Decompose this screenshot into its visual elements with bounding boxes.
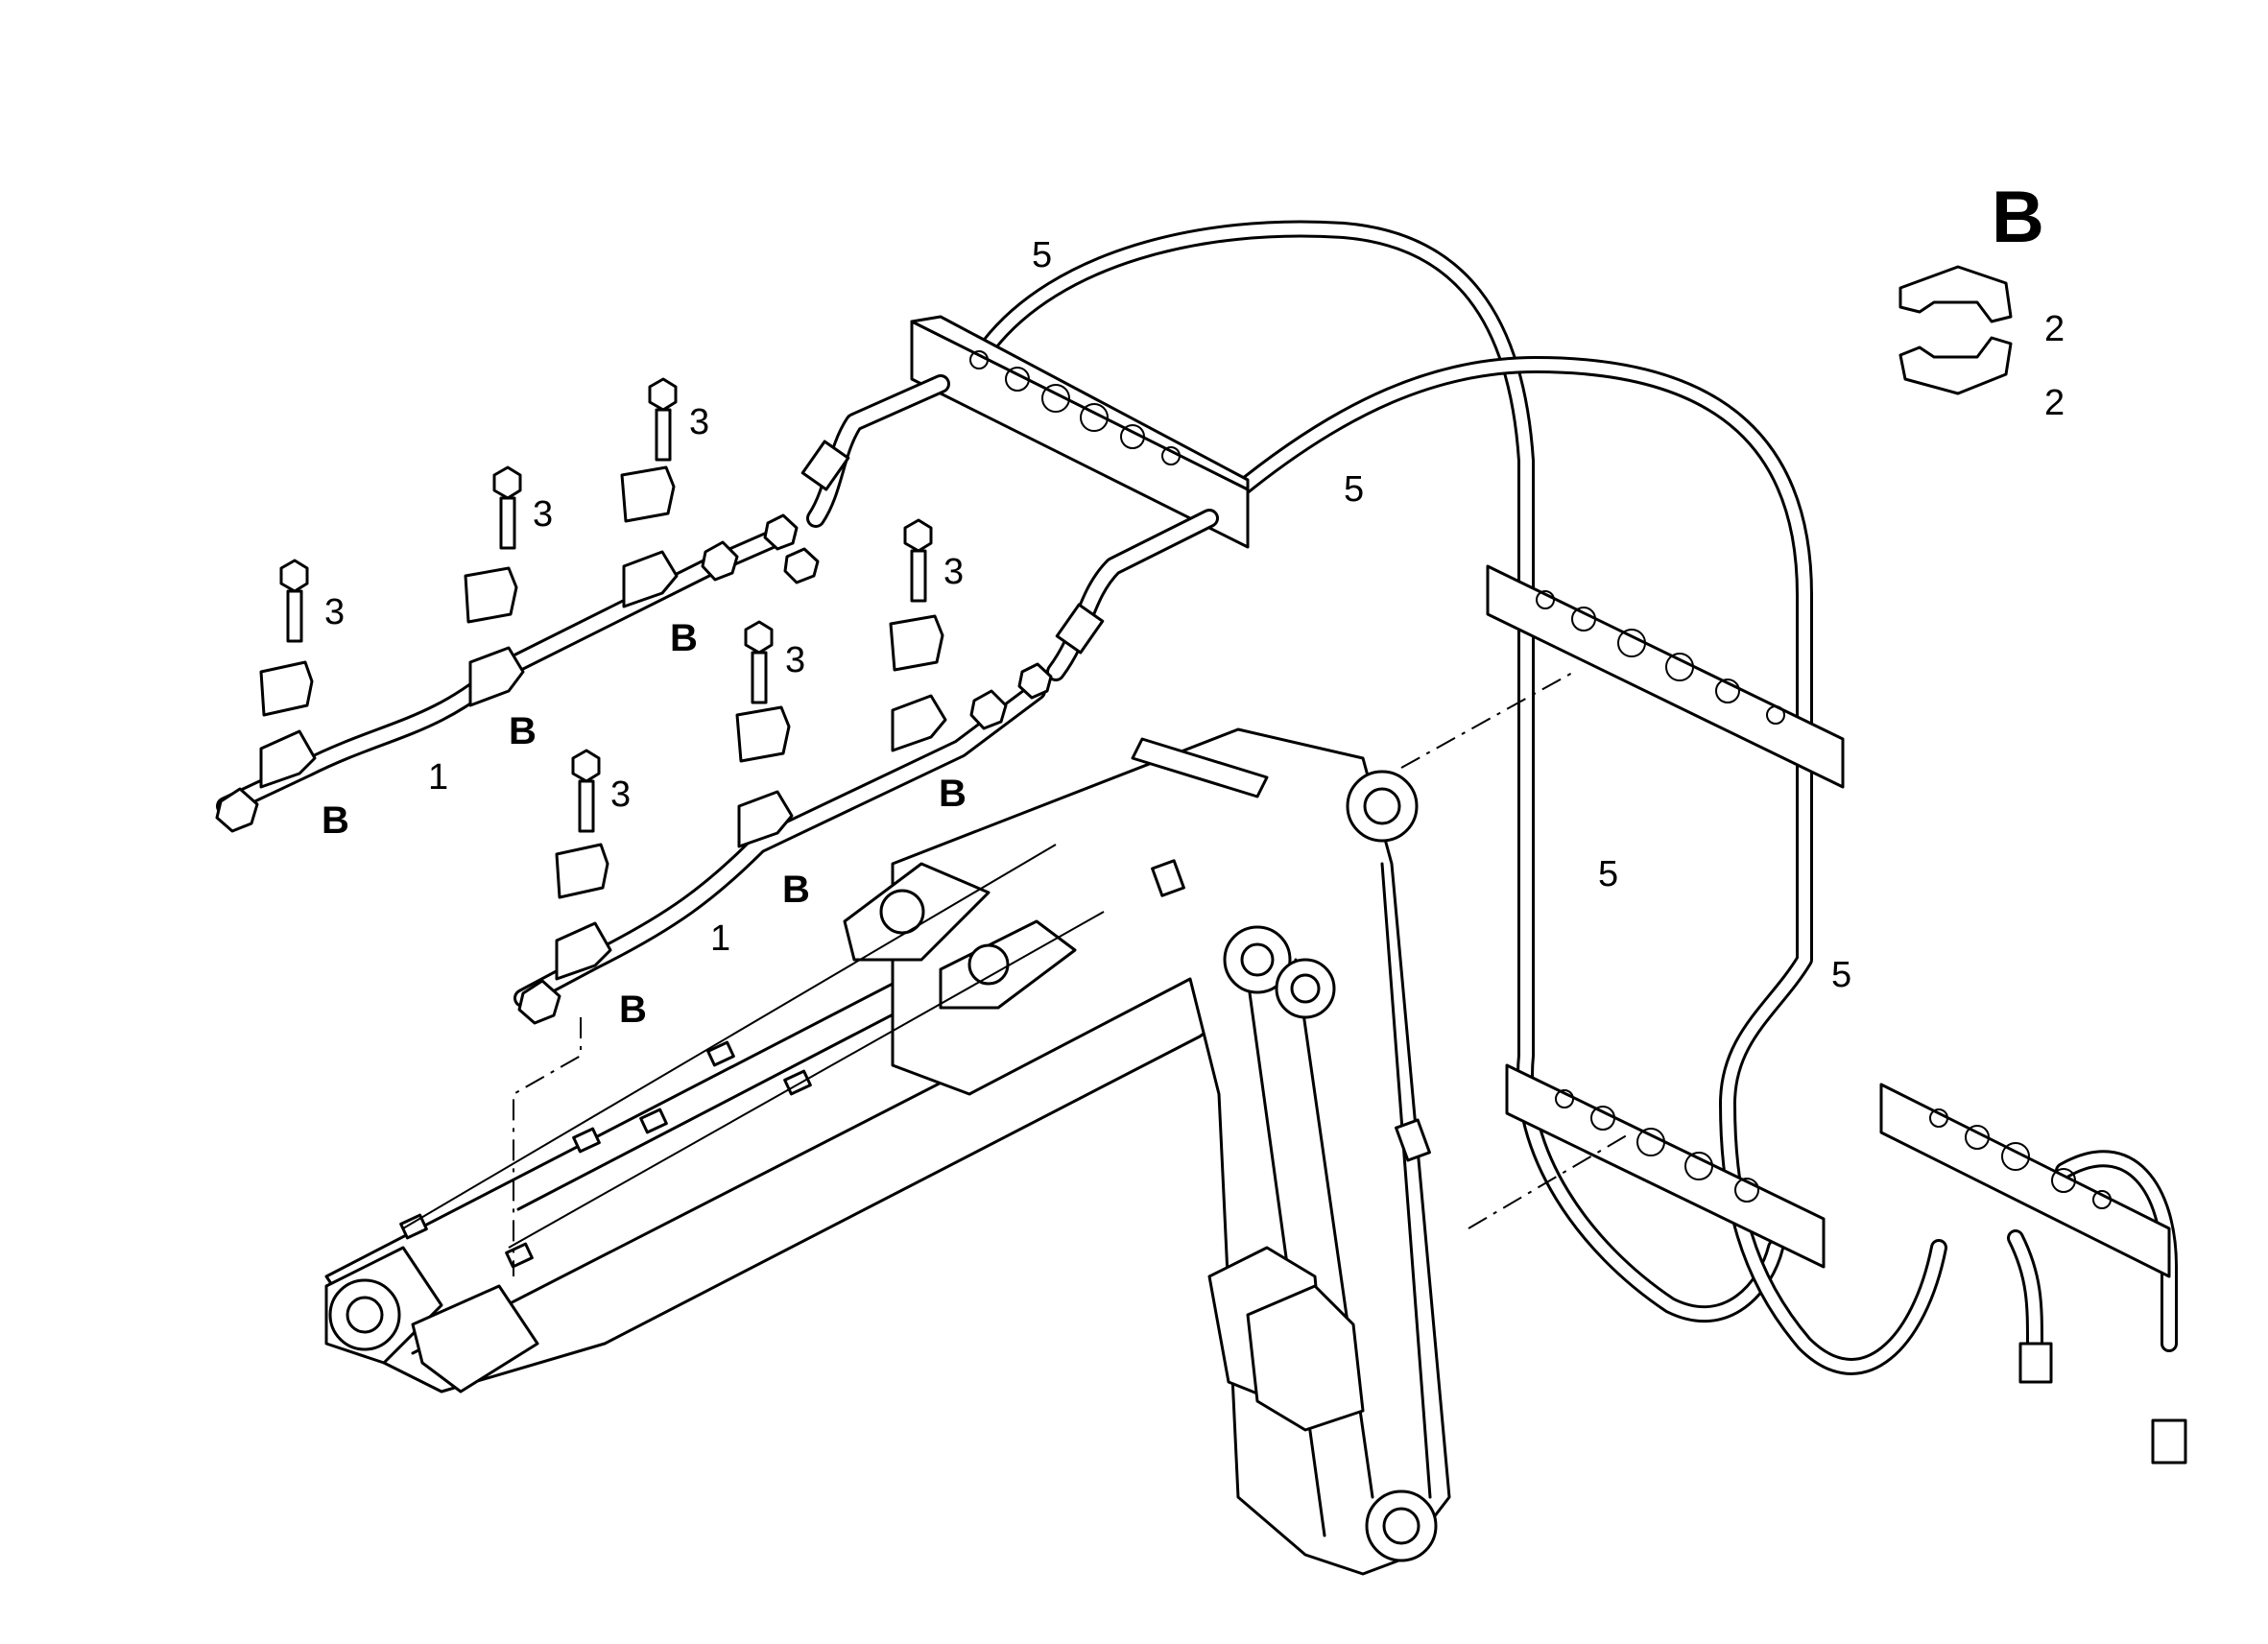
nut-icon [969,689,1008,730]
detail-title: B [1992,177,2044,258]
callout-2: 2 [2044,309,2065,349]
callout-3: 3 [610,774,631,815]
callout-b: B [670,617,698,659]
callout-b: B [322,799,349,842]
callout-b: B [782,869,810,911]
clamp-icon [555,843,609,899]
nut-icon [701,540,739,582]
clamp-icon [1898,265,2013,323]
nut-icon [1017,662,1053,700]
pipe-clamps [259,465,947,981]
clamp-icon [259,729,317,789]
callout-3: 3 [785,640,805,680]
callout-3: 3 [533,494,553,535]
clamp-icon [735,705,791,763]
fittings [215,440,1105,1025]
bolts [279,377,933,833]
clamp-block-lower [1505,1063,1826,1269]
callout-2: 2 [2044,383,2065,423]
bolt-icon [903,518,933,603]
clamp-block-middle [1486,564,1845,789]
callout-5: 5 [1598,854,1618,894]
detail-view-b [1898,265,2013,395]
clamp-icon [555,921,612,981]
clamp-icon [891,694,947,752]
bolt-icon [492,465,522,550]
hose-lines [980,220,2187,1465]
clamp-icon [259,660,314,717]
excavator-boom [324,727,1451,1576]
bolt-icon [648,377,678,462]
nut-icon [517,979,561,1025]
nut-icon [215,787,259,833]
clamp-icon [464,566,518,624]
callout-3: 3 [324,592,345,632]
bolt-icon [571,749,601,833]
callout-b: B [939,773,967,815]
callout-5: 5 [1831,955,1851,995]
bolt-icon [279,559,309,643]
nut-icon [783,547,820,584]
clamp-block-right [1879,1083,2171,1278]
clamp-icon [468,646,525,707]
callout-3: 3 [943,552,964,592]
clamp-icon [737,790,794,848]
clamp-icon [889,614,944,672]
callout-3: 3 [689,402,709,442]
nut-icon [763,513,799,551]
leader-lines [513,671,1633,1276]
bolt-icon [744,620,774,704]
clamp-block-upper [910,315,1250,549]
callout-1: 1 [710,918,730,959]
callout-labels: B 2 2 5 5 5 5 1 1 3 3 3 3 3 3 B B B B B … [322,177,2065,1031]
callout-b: B [509,710,537,752]
clamp-icon [1898,336,2013,395]
callout-b: B [619,989,647,1031]
callout-1: 1 [428,757,448,798]
clamp-icon [622,550,679,608]
clamp-icon [620,465,676,523]
callout-5: 5 [1032,235,1052,275]
callout-5: 5 [1344,469,1364,510]
